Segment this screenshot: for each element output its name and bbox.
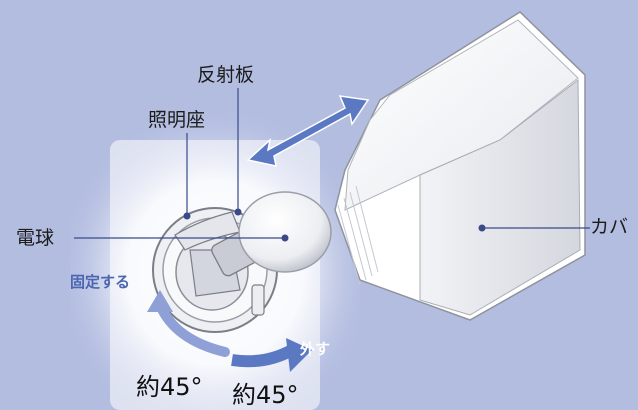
- cover-label: カバ: [590, 216, 629, 238]
- bulb-label: 電球: [16, 227, 55, 249]
- bulb-graphic: [211, 191, 332, 277]
- fix-angle-label: 約45°: [136, 373, 203, 401]
- fix-action-label: 固定する: [70, 273, 131, 291]
- socket-label: 照明座: [148, 109, 206, 131]
- remove-action-label: 外す: [300, 340, 331, 358]
- cover-graphic: [334, 11, 586, 321]
- leader-dots: [183, 208, 486, 242]
- removal-double-arrow: [246, 95, 370, 167]
- remove-angle-label: 約45°: [232, 381, 299, 409]
- fix-arrow: [147, 290, 230, 357]
- reflector-label: 反射板: [197, 64, 255, 86]
- remove-arrow: [231, 338, 312, 372]
- leader-lines: [74, 88, 590, 239]
